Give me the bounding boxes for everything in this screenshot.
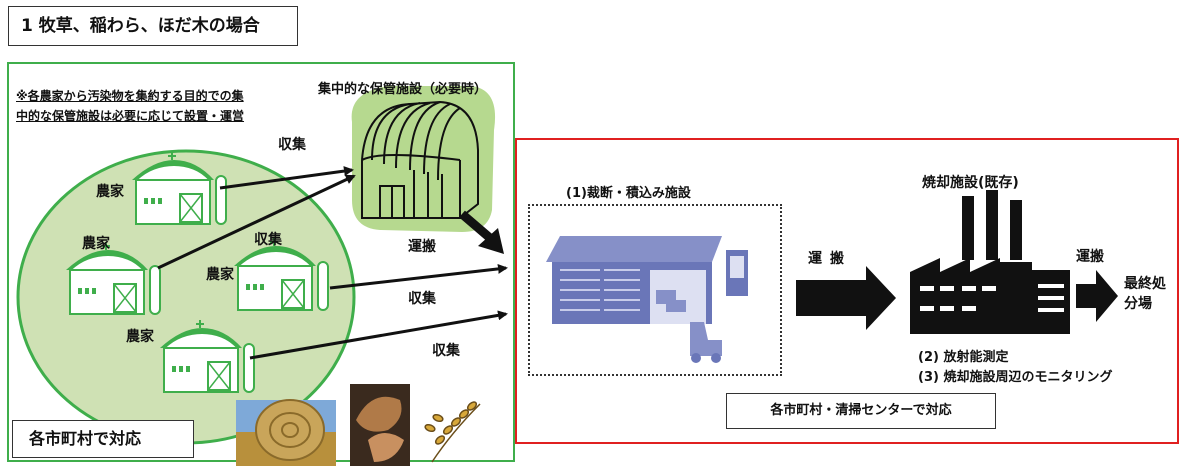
processing-area-frame: [515, 138, 1179, 444]
note-line-1: ※各農家から汚染物を集約する目的での集: [16, 89, 244, 103]
transport-label-2: 運搬: [808, 251, 852, 267]
cutting-facility-frame: [528, 204, 782, 376]
cutting-facility-icon: [546, 236, 748, 363]
incinerator-label: 焼却施設(既存): [922, 175, 1019, 191]
farm-label-1: 農家: [96, 184, 124, 200]
incinerator-icon: [910, 190, 1070, 334]
arrow-final-disposal: [1076, 270, 1118, 322]
monitoring-label: (3) 焼却施設周辺のモニタリング: [918, 370, 1113, 385]
arrow-collect-4: [249, 310, 508, 360]
collect-label-4: 収集: [432, 343, 460, 359]
radiation-measure-label: (2) 放射能測定: [918, 350, 1009, 365]
arrow-collect-2: [157, 174, 356, 270]
rice-straw-icon: [424, 401, 481, 463]
cleaning-center-box: 各市町村・清掃センターで対応: [726, 393, 996, 429]
collect-label-3: 収集: [408, 291, 436, 307]
cutting-facility-label: (1)裁断・積込み施設: [566, 186, 691, 201]
note-line-2: 中的な保管施設は必要に応じて設置・運営: [16, 109, 245, 123]
municipal-response-box: 各市町村で対応: [12, 420, 194, 458]
note-text: ※各農家から汚染物を集約する目的での集 中的な保管施設は必要に応じて設置・運営: [16, 86, 244, 126]
collect-label-2: 収集: [254, 232, 282, 248]
section-title: 1 牧草、稲わら、ほだ木の場合: [8, 6, 298, 46]
mushroom-photo: [350, 384, 410, 466]
farm-label-4: 農家: [126, 329, 154, 345]
final-disposal-line-1: 最終処: [1124, 276, 1166, 292]
arrow-collect-1: [219, 166, 354, 190]
collect-label-1: 収集: [278, 137, 306, 153]
storage-background: [351, 86, 496, 232]
storage-facility-label: 集中的な保管施設（必要時）: [318, 82, 488, 97]
final-disposal-label: 最終処 分場: [1124, 274, 1166, 314]
transport-label-1: 運搬: [408, 239, 436, 255]
farm-label-3: 農家: [206, 267, 234, 283]
farm-label-2: 農家: [82, 236, 110, 252]
arrow-transport-main: [796, 266, 896, 330]
arrow-transport-storage: [459, 210, 493, 242]
final-disposal-line-2: 分場: [1124, 296, 1152, 312]
greenhouse-icon: [361, 100, 479, 219]
hay-bale-photo: [236, 399, 336, 466]
transport-label-3: 運搬: [1076, 249, 1104, 265]
arrow-collect-3: [329, 263, 508, 290]
